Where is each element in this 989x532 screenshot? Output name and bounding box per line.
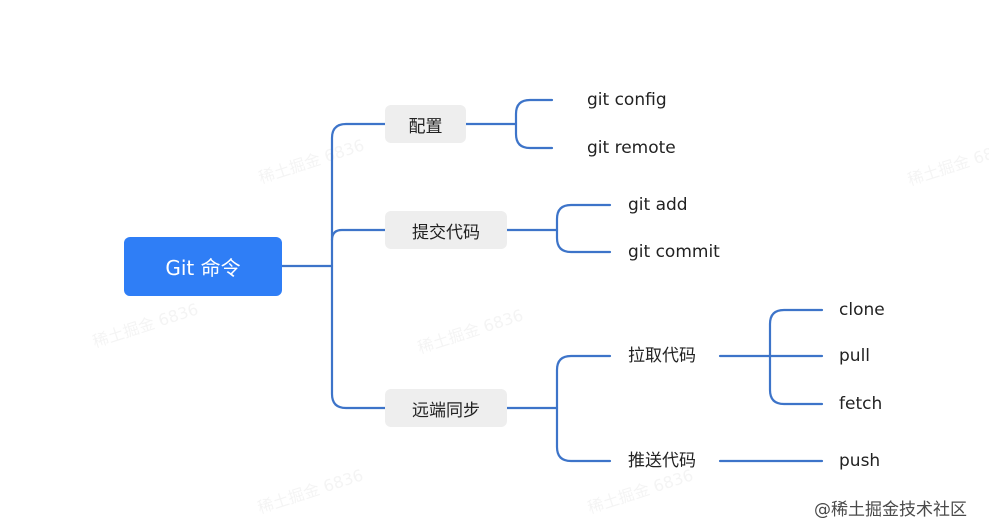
root-label: Git 命令 [165, 256, 241, 280]
leaf-git-commit[interactable]: git commit [628, 242, 720, 262]
footer-watermark: @稀土掘金技术社区 [814, 500, 967, 520]
leaf-pull[interactable]: pull [839, 346, 871, 366]
leaf-clone[interactable]: clone [839, 300, 885, 320]
node-config[interactable]: 配置 [385, 105, 466, 143]
root-node[interactable]: Git 命令 [124, 237, 282, 296]
node-pull-code[interactable]: 拉取代码 [628, 346, 696, 366]
connector-sync-fork [555, 354, 612, 463]
node-push-code[interactable]: 推送代码 [628, 451, 696, 471]
node-sync-label: 远端同步 [412, 400, 480, 421]
connector-commit [330, 228, 387, 242]
leaf-git-config[interactable]: git config [587, 90, 667, 110]
node-sync[interactable]: 远端同步 [385, 389, 507, 427]
node-commit-label: 提交代码 [412, 222, 480, 243]
leaf-push[interactable]: push [839, 451, 881, 471]
connector-trunk [330, 122, 387, 410]
node-config-label: 配置 [408, 116, 443, 137]
connector-pull-fork [768, 308, 824, 406]
leaf-git-remote[interactable]: git remote [587, 138, 676, 158]
connector-config-fork [514, 98, 554, 150]
leaf-git-add[interactable]: git add [628, 195, 688, 215]
leaf-fetch[interactable]: fetch [839, 394, 883, 414]
connector-commit-fork [555, 203, 612, 254]
node-commit[interactable]: 提交代码 [385, 211, 507, 249]
